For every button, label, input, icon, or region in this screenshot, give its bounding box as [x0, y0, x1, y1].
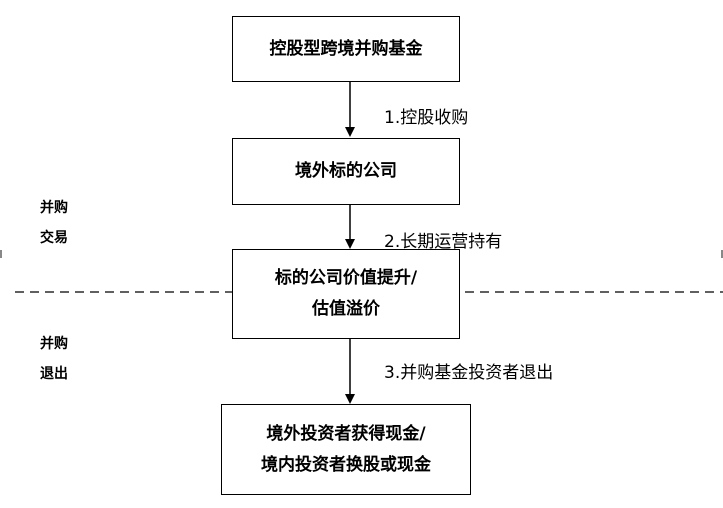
arrow-1 [345, 82, 355, 137]
box-value-uplift: 标的公司价值提升/ 估值溢价 [232, 249, 460, 339]
edge-mark-right [721, 250, 723, 258]
box-investor-exit-line2: 境内投资者换股或现金 [261, 454, 431, 475]
box-value-uplift-line1: 标的公司价值提升/ [274, 268, 418, 288]
box-overseas-target-label: 境外标的公司 [295, 161, 397, 181]
arrow-2 [345, 205, 355, 249]
phase-label-transaction: 并购 交易 [40, 193, 68, 253]
phase-label-transaction-line1: 并购 [40, 200, 68, 216]
box-cross-border-fund-label: 控股型跨境并购基金 [269, 38, 423, 59]
phase-label-exit-line2: 退出 [40, 366, 68, 382]
phase-label-transaction-line2: 交易 [40, 230, 68, 246]
step-label-3: 3.并购基金投资者退出 [384, 363, 554, 383]
edge-mark-left [0, 250, 2, 258]
box-overseas-target: 境外标的公司 [232, 138, 460, 205]
box-cross-border-fund: 控股型跨境并购基金 [232, 16, 460, 82]
step-label-2: 2.长期运营持有 [384, 232, 503, 252]
step-label-1: 1.控股收购 [384, 108, 469, 128]
phase-label-exit-line1: 并购 [40, 336, 68, 352]
arrow-3 [345, 339, 355, 404]
box-value-uplift-line2: 估值溢价 [312, 299, 380, 319]
phase-label-exit: 并购 退出 [40, 329, 68, 389]
box-investor-exit-result: 境外投资者获得现金/ 境内投资者换股或现金 [221, 404, 471, 495]
box-investor-exit-line1: 境外投资者获得现金/ [266, 423, 426, 444]
